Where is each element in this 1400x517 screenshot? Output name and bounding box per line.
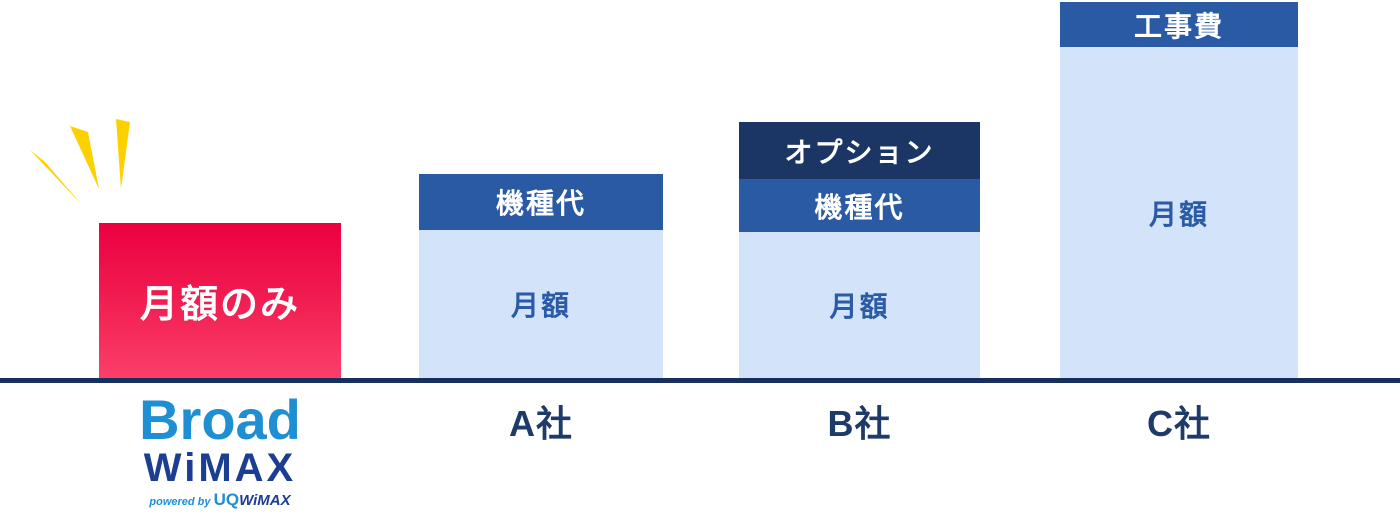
- bar-c-monthly-fee-segment: 月額: [1060, 47, 1298, 378]
- bar-broad-wimax: 月額のみ: [99, 223, 341, 378]
- bar-b-device-fee-label: 機種代: [814, 191, 905, 223]
- bar-b-device-fee-segment: 機種代: [739, 179, 980, 232]
- uq-wimax-text: WiMAX: [239, 492, 291, 509]
- emphasis-rays-icon: [30, 119, 130, 205]
- axis-baseline: [0, 378, 1400, 383]
- bar-c-construction-fee-segment: 工事費: [1060, 2, 1298, 47]
- bar-c-monthly-fee-label: 月額: [1148, 198, 1209, 230]
- bar-company-a: 機種代 月額: [419, 174, 663, 378]
- bar-b-option-fee-label: オプション: [784, 136, 935, 168]
- broad-wimax-logo: Broad WiMAX powered by UQWiMAX: [99, 392, 341, 509]
- bar-company-b: オプション 機種代 月額: [739, 122, 980, 378]
- bar-b-option-fee-segment: オプション: [739, 122, 980, 179]
- bar-c-construction-fee-label: 工事費: [1133, 10, 1224, 42]
- uq-logo-text: UQ: [213, 490, 240, 509]
- label-company-a: A社: [509, 403, 573, 444]
- bar-a-device-fee-label: 機種代: [495, 188, 586, 219]
- logo-broad-text: Broad: [139, 388, 301, 451]
- bar-b-monthly-fee-label: 月額: [829, 291, 890, 322]
- bar-a-monthly-fee-label: 月額: [510, 290, 571, 321]
- logo-powered-by-uq-wimax: powered by UQWiMAX: [99, 490, 341, 509]
- bar-broad-monthly-only-label: 月額のみ: [139, 284, 300, 326]
- label-company-c: C社: [1147, 403, 1211, 444]
- label-company-b: B社: [827, 403, 892, 444]
- bar-company-c: 工事費 月額: [1060, 2, 1298, 378]
- logo-wimax-text: WiMAX: [143, 446, 297, 490]
- bar-a-device-fee-segment: 機種代: [419, 174, 663, 230]
- bar-a-monthly-fee-segment: 月額: [419, 230, 663, 378]
- powered-by-text: powered by: [149, 496, 211, 508]
- bar-b-monthly-fee-segment: 月額: [739, 232, 980, 378]
